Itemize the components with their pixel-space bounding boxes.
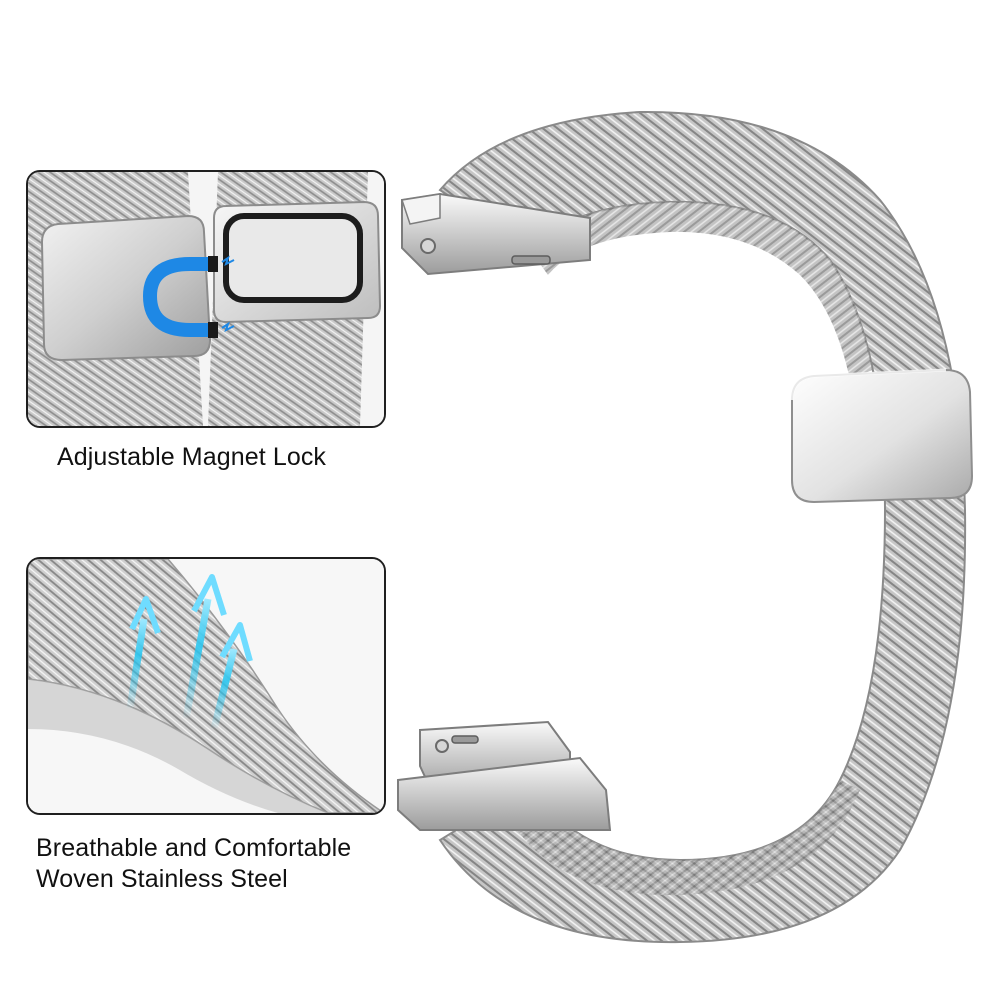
milanese-loop-band [397, 110, 974, 944]
magnetic-clasp [790, 368, 974, 504]
caption-line: Woven Stainless Steel [36, 865, 288, 893]
magnet-lock-closeup [26, 170, 386, 428]
caption-line: Adjustable Magnet Lock [57, 443, 327, 471]
magnet-lock-caption: Adjustable Magnet Lock [57, 442, 326, 473]
airflow-arrows-icon [126, 574, 253, 730]
magnet-icon [142, 255, 235, 338]
top-lug [401, 192, 591, 276]
bottom-lug [397, 720, 612, 831]
caption-line: Breathable and Comfortable [36, 834, 352, 862]
woven-mesh-closeup [26, 557, 386, 815]
mesh-caption: Breathable and Comfortable Woven Stainle… [36, 833, 351, 895]
